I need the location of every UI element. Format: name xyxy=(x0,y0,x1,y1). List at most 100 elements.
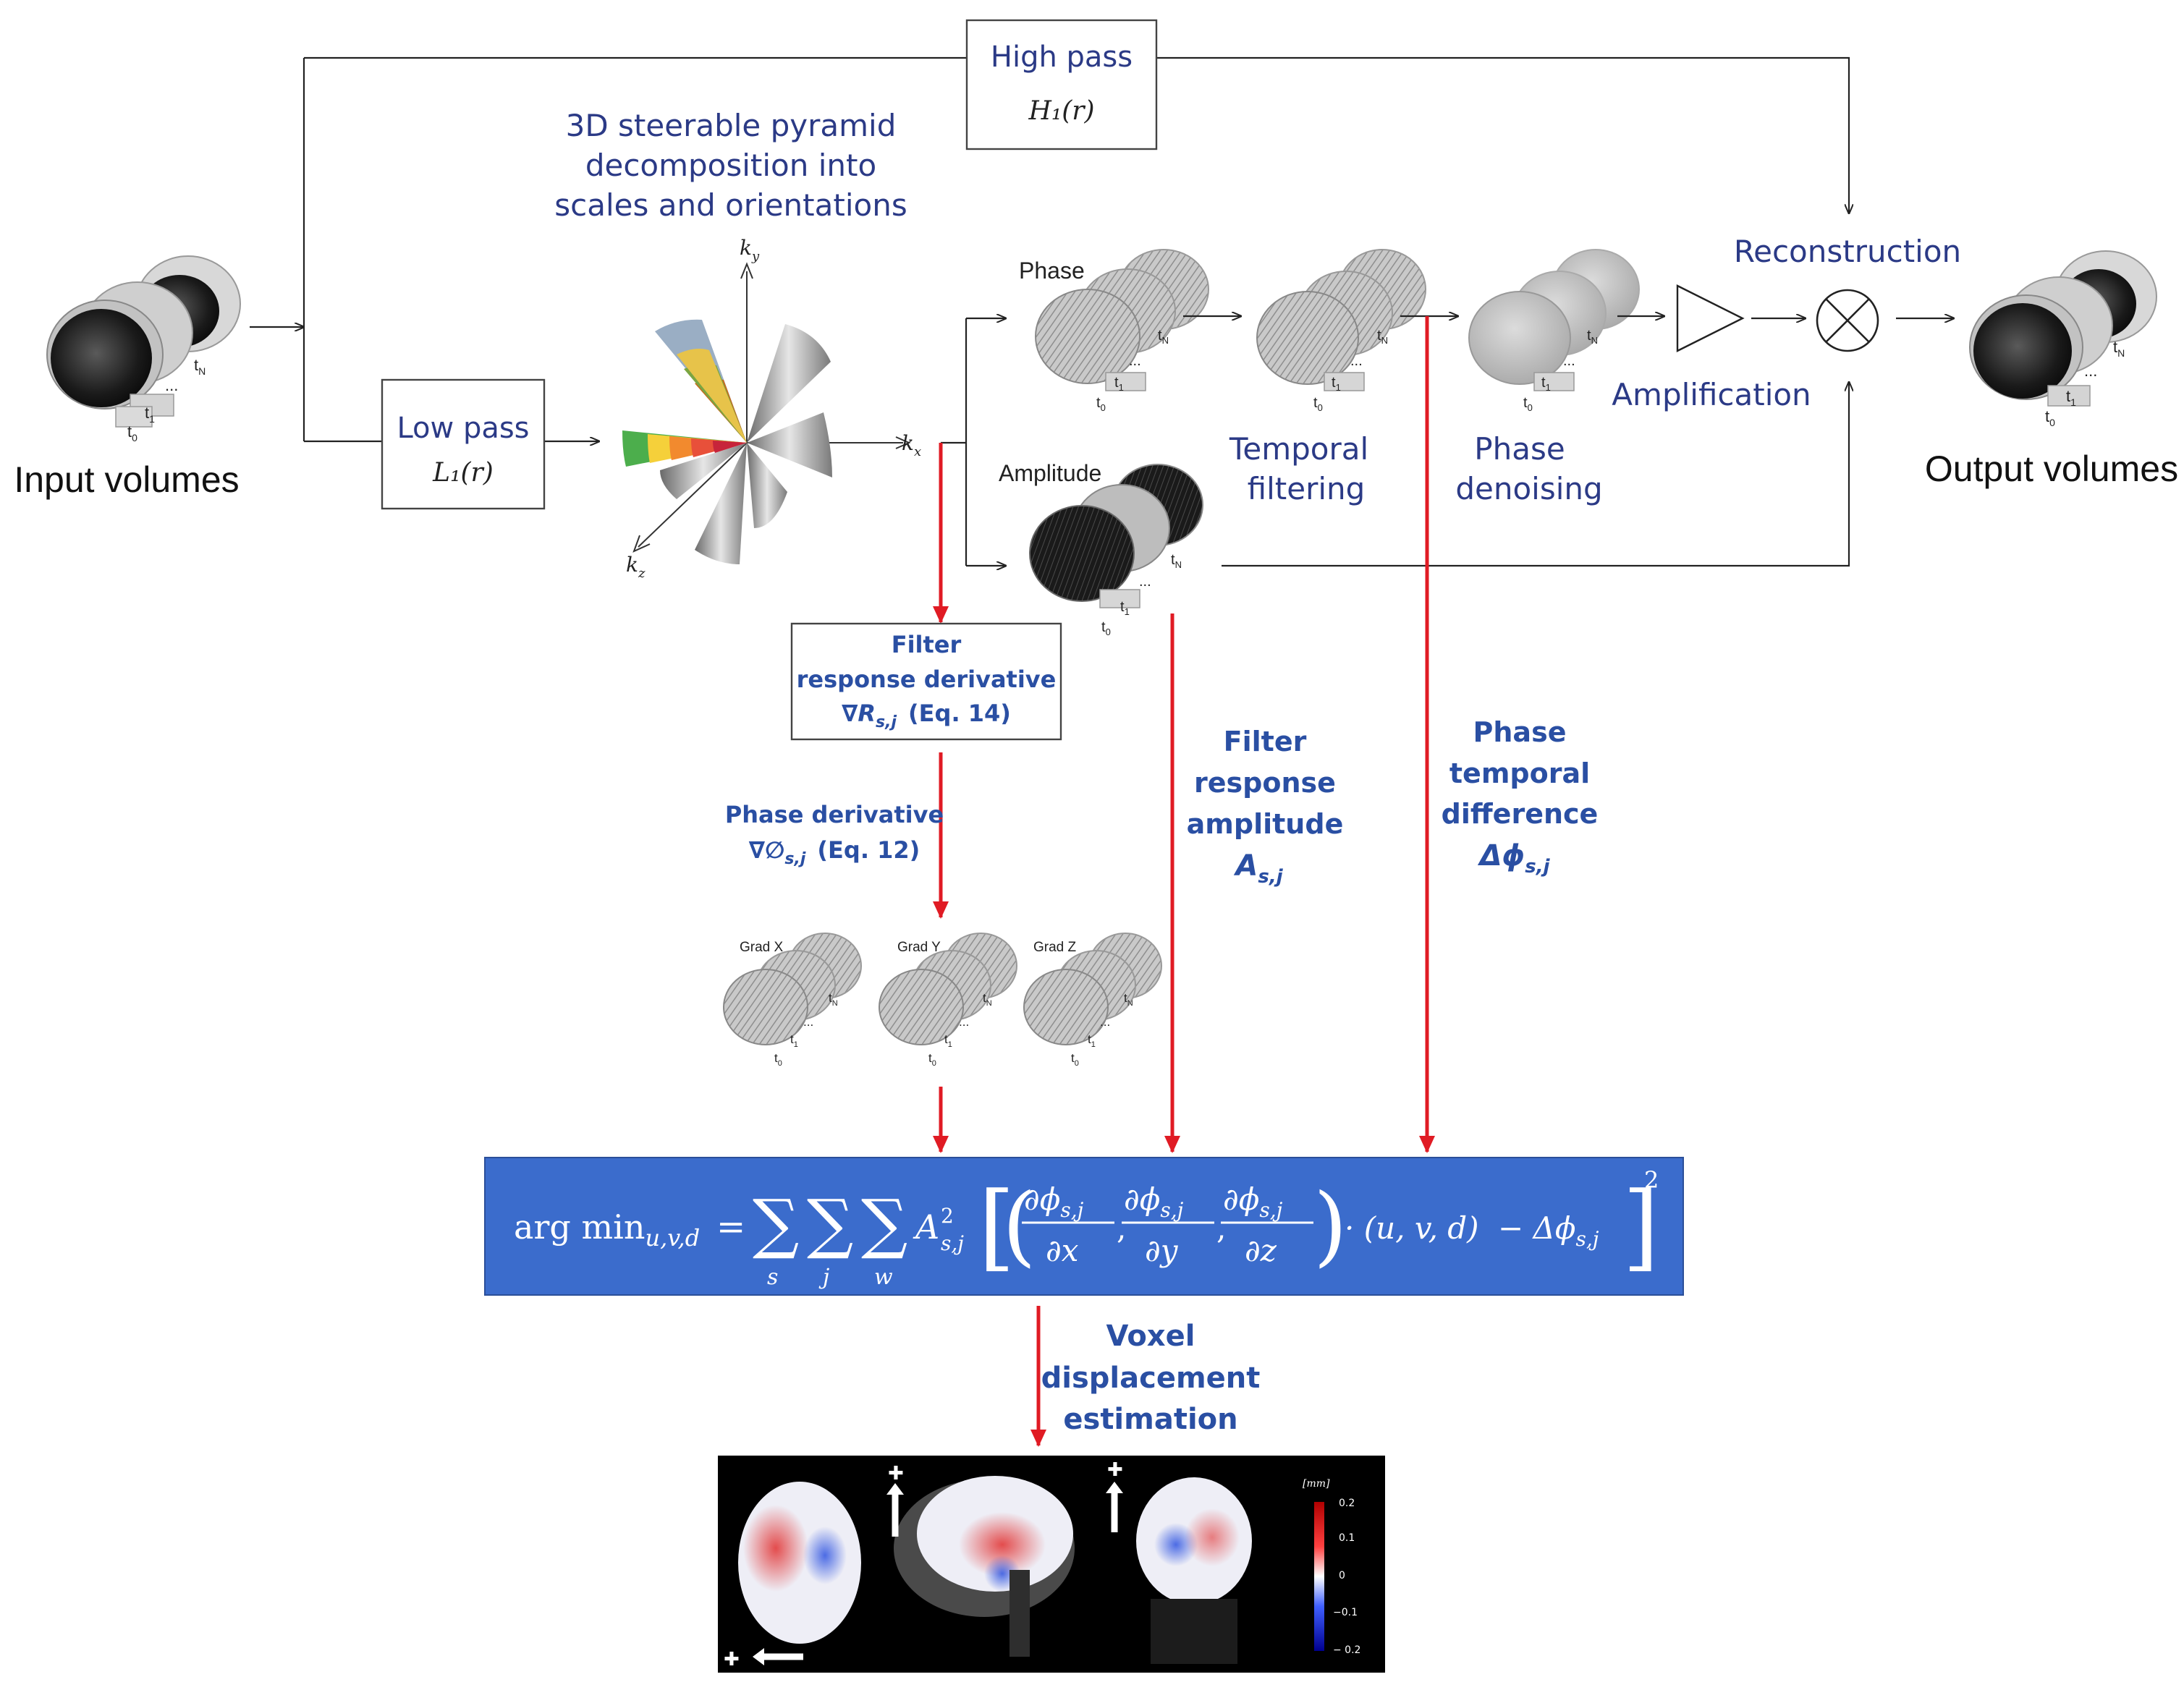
denoise-tN: tN xyxy=(1587,328,1598,346)
svg-text:response: response xyxy=(1194,767,1336,799)
high-pass-title: High pass xyxy=(991,41,1133,74)
amplitude-t0: t0 xyxy=(1101,619,1111,637)
phase-dots: ... xyxy=(1129,353,1141,369)
denoise-dots: ... xyxy=(1563,353,1575,369)
svg-text:difference: difference xyxy=(1442,798,1599,830)
svg-text:∂ϕs,j: ∂ϕs,j xyxy=(1223,1181,1283,1222)
eq-sum-s: ∑ xyxy=(753,1186,799,1262)
svg-text:amplitude: amplitude xyxy=(1187,808,1344,840)
svg-text:Voxel: Voxel xyxy=(1106,1320,1195,1353)
phase-denoising-label-2: denoising xyxy=(1455,471,1602,506)
grad-z-tN: tN xyxy=(1124,991,1133,1008)
displacement-result-panel: ✚ ✚ ✚ [mm] 0.2 0.1 0 −0.1 − 0.2 xyxy=(718,1456,1385,1673)
eq-equals: = xyxy=(716,1207,745,1247)
svg-text:Δϕs,j: Δϕs,j xyxy=(1477,839,1550,878)
cone-gray-5 xyxy=(660,443,747,499)
grad-y-label: Grad Y xyxy=(897,940,941,955)
input-volumes-stack xyxy=(46,255,241,428)
eq-fraction-dx: ∂ϕs,j ∂x xyxy=(1022,1181,1114,1268)
equation-box: arg minu,v,d = ∑ s ∑ j ∑ w A 2 s,j [ ( ∂… xyxy=(484,1157,1684,1296)
axis-ky: ky xyxy=(740,236,760,264)
eq-fraction-dz: ∂ϕs,j ∂z xyxy=(1221,1181,1313,1268)
phase-t0: t0 xyxy=(1096,395,1106,413)
grad-z-t1: t1 xyxy=(1088,1032,1096,1049)
svg-text:Filter: Filter xyxy=(892,631,962,658)
temporal-filtering-label-2: filtering xyxy=(1248,471,1366,506)
amplitude-t1: t1 xyxy=(1120,599,1130,617)
grad-x-tN: tN xyxy=(829,991,838,1008)
eq-sum-w: ∑ xyxy=(861,1186,907,1262)
svg-text:3D steerable pyramid: 3D steerable pyramid xyxy=(566,108,897,143)
svg-text:Phase derivative: Phase derivative xyxy=(725,801,944,828)
grad-y-t0: t0 xyxy=(928,1051,936,1068)
svg-text:estimation: estimation xyxy=(1063,1403,1237,1436)
input-t0: t0 xyxy=(127,422,137,443)
input-tN: tN xyxy=(194,356,206,377)
denoise-t0: t0 xyxy=(1523,395,1533,413)
grad-x-label: Grad X xyxy=(740,940,784,955)
eq-lhs: arg minu,v,d xyxy=(514,1207,700,1252)
grad-x-t1: t1 xyxy=(790,1032,798,1049)
input-volumes-label: Input volumes xyxy=(14,459,239,500)
filter-response-amplitude-label: Filter response amplitude As,j xyxy=(1187,726,1344,888)
grad-y-tN: tN xyxy=(983,991,992,1008)
svg-text:∂z: ∂z xyxy=(1245,1233,1277,1268)
grad-z-label: Grad Z xyxy=(1033,940,1077,955)
output-dots: ... xyxy=(2084,362,2097,380)
svg-text:s: s xyxy=(767,1265,778,1290)
colorbar xyxy=(1314,1502,1324,1651)
grad-x-stack xyxy=(723,933,862,1045)
highpass-to-recon-arrow xyxy=(1156,56,1849,213)
cone-gray-3 xyxy=(747,443,787,528)
svg-text:decomposition into: decomposition into xyxy=(585,148,876,183)
amplitude-tN: tN xyxy=(1171,552,1182,570)
input-t1: t1 xyxy=(145,404,155,425)
output-volumes-stack xyxy=(1969,250,2157,407)
grad-y-dots: ... xyxy=(959,1015,969,1029)
denoise-t1: t1 xyxy=(1541,375,1551,393)
svg-text:∂ϕs,j: ∂ϕs,j xyxy=(1024,1181,1084,1222)
amplitude-dots: ... xyxy=(1139,574,1151,590)
eq-A: A xyxy=(913,1207,939,1247)
svg-text:∇∅s,j(Eq. 12): ∇∅s,j(Eq. 12) xyxy=(749,836,920,868)
svg-text:temporal: temporal xyxy=(1449,757,1590,789)
svg-text:displacement: displacement xyxy=(1041,1362,1261,1395)
svg-text:2: 2 xyxy=(941,1204,954,1228)
filter-response-derivative-box: Filter response derivative ∇Rs,j(Eq. 14) xyxy=(790,622,1062,741)
cone-gray-1 xyxy=(747,324,831,443)
low-pass-box: Low pass L₁(r) xyxy=(381,378,546,510)
svg-text:∂x: ∂x xyxy=(1046,1233,1079,1268)
output-t1: t1 xyxy=(2066,387,2076,408)
svg-text:,: , xyxy=(1216,1210,1226,1246)
eq-right-paren: ) xyxy=(1313,1176,1347,1276)
low-pass-formula: L₁(r) xyxy=(432,458,494,488)
phase-temporal-difference-label: Phase temporal difference Δϕs,j xyxy=(1442,716,1599,878)
reconstruction-multiplier xyxy=(1816,289,1879,352)
grad-x-dots: ... xyxy=(803,1015,813,1029)
svg-text:scales and orientations: scales and orientations xyxy=(554,187,907,223)
colorbar-tick-4: −0.1 xyxy=(1333,1607,1358,1618)
output-tN: tN xyxy=(2113,338,2125,359)
axis-kx: kx xyxy=(902,431,921,459)
eq-left-bracket: [ xyxy=(978,1171,1015,1281)
eq-right-bracket: ] xyxy=(1622,1171,1659,1281)
svg-text:s,j: s,j xyxy=(941,1231,964,1255)
output-volumes-label: Output volumes xyxy=(1925,449,2178,489)
phase-denoising-label-1: Phase xyxy=(1474,431,1565,467)
amplifier-symbol xyxy=(1676,284,1745,352)
svg-text:∂y: ∂y xyxy=(1145,1233,1179,1268)
axis-kz: kz xyxy=(626,553,646,581)
plus-3: ✚ xyxy=(724,1649,740,1670)
phase-volumes-stack xyxy=(1035,249,1209,391)
eq-sum-j: ∑ xyxy=(807,1186,853,1262)
grad-y-t1: t1 xyxy=(944,1032,952,1049)
plus-2: ✚ xyxy=(1107,1459,1123,1481)
eq-minus-dphi: − Δϕs,j xyxy=(1498,1210,1599,1251)
colorbar-tick-2: 0.1 xyxy=(1339,1532,1355,1544)
temporal-t0: t0 xyxy=(1313,395,1323,413)
pyramid-title: 3D steerable pyramid decomposition into … xyxy=(554,108,907,223)
colorbar-unit: [mm] xyxy=(1303,1478,1330,1490)
temporal-filtering-stack xyxy=(1256,249,1426,391)
colorbar-tick-5: − 0.2 xyxy=(1333,1644,1360,1656)
svg-text:Filter: Filter xyxy=(1224,726,1307,757)
